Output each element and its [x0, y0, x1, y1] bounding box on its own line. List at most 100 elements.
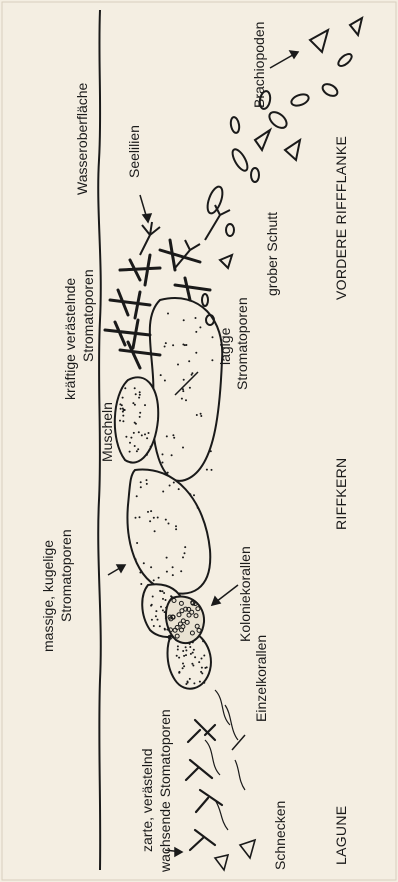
stipple-dot [201, 658, 203, 660]
stipple-dot [130, 437, 132, 439]
stipple-dot [150, 605, 152, 607]
stipple-dot [152, 596, 154, 598]
stipple-dot [184, 546, 186, 548]
stipple-dot [178, 488, 180, 490]
label-brachiopoden: Brachiopoden [251, 22, 267, 108]
stipple-dot [165, 599, 167, 601]
label-muscheln: Muscheln [99, 402, 115, 462]
stipple-dot [168, 523, 170, 525]
label-koloniekorallen: Koloniekorallen [237, 546, 253, 642]
stipple-dot [212, 336, 214, 338]
stipple-dot [150, 446, 152, 448]
stipple-dot [182, 447, 184, 449]
stipple-dot [195, 317, 197, 319]
stipple-dot [160, 374, 162, 376]
stipple-dot [180, 570, 182, 572]
stipple-dot [144, 433, 146, 435]
label-seelilien: Seelilien [126, 125, 142, 178]
stipple-dot [138, 431, 140, 433]
stipple-dot [199, 681, 201, 683]
stipple-dot [203, 655, 205, 657]
stipple-dot [172, 344, 174, 346]
stipple-dot [177, 645, 179, 647]
stipple-dot [120, 408, 122, 410]
label-kraeftige-1: kräftige verästelnde [62, 278, 78, 400]
label-einzelkorallen: Einzelkorallen [253, 635, 269, 722]
stipple-dot [185, 683, 187, 685]
stipple-dot [150, 566, 152, 568]
stipple-dot [182, 390, 184, 392]
stipple-dot [134, 404, 136, 406]
stipple-dot [175, 528, 177, 530]
stipple-dot [211, 359, 213, 361]
stipple-dot [185, 646, 187, 648]
stipple-dot [189, 678, 191, 680]
stipple-dot [176, 655, 178, 657]
stipple-dot [124, 387, 126, 389]
stipple-dot [172, 434, 174, 436]
stipple-dot [192, 665, 194, 667]
stipple-dot [125, 436, 127, 438]
stipple-dot [146, 454, 148, 456]
stipple-dot [138, 397, 140, 399]
stipple-dot [195, 352, 197, 354]
stipple-dot [164, 629, 166, 631]
stipple-dot [151, 619, 153, 621]
stipple-dot [165, 519, 167, 521]
stipple-dot [135, 517, 137, 519]
stipple-dot [198, 661, 200, 663]
stipple-dot [187, 681, 189, 683]
stipple-dot [119, 420, 121, 422]
stipple-dot [182, 663, 184, 665]
stipple-dot [160, 590, 162, 592]
stipple-dot [203, 682, 205, 684]
stipple-dot [135, 393, 137, 395]
stipple-dot [147, 511, 149, 513]
label-wasseroberflaeche: Wasseroberfläche [74, 82, 90, 195]
stipple-dot [136, 542, 138, 544]
stipple-dot [137, 448, 139, 450]
stipple-dot [132, 402, 134, 404]
stipple-dot [193, 682, 195, 684]
stipple-dot [199, 326, 201, 328]
stipple-dot [191, 372, 193, 374]
stipple-dot [162, 491, 164, 493]
stipple-dot [165, 342, 167, 344]
stipple-dot [194, 656, 196, 658]
label-lagune: LAGUNE [333, 806, 349, 865]
stipple-dot [122, 415, 124, 417]
stipple-dot [163, 592, 165, 594]
stipple-dot [133, 432, 135, 434]
label-kraeftige-2: Stromatoporen [80, 269, 96, 362]
stipple-dot [123, 409, 125, 411]
label-massige-1: massige, kugelige [40, 540, 56, 652]
stipple-dot [181, 398, 183, 400]
stipple-dot [202, 640, 204, 642]
stipple-dot [182, 667, 184, 669]
stipple-dot [172, 566, 174, 568]
label-grober-schutt: grober Schutt [264, 212, 280, 296]
stipple-dot [139, 572, 141, 574]
stipple-dot [185, 649, 187, 651]
stipple-dot [155, 610, 157, 612]
stipple-dot [139, 394, 141, 396]
stipple-dot [149, 520, 151, 522]
stipple-dot [153, 625, 155, 627]
stipple-dot [164, 346, 166, 348]
stipple-dot [183, 319, 185, 321]
stipple-dot [144, 404, 146, 406]
stipple-dot [153, 517, 155, 519]
stipple-dot [166, 435, 168, 437]
stipple-dot [162, 609, 164, 611]
stipple-dot [182, 650, 184, 652]
stipple-dot [146, 479, 148, 481]
label-lagige-1: lagige [217, 327, 233, 365]
stipple-dot [146, 437, 148, 439]
stipple-dot [183, 379, 185, 381]
stipple-dot [167, 313, 169, 315]
stipple-dot [139, 391, 141, 393]
stipple-dot [139, 412, 141, 414]
stipple-dot [157, 517, 159, 519]
